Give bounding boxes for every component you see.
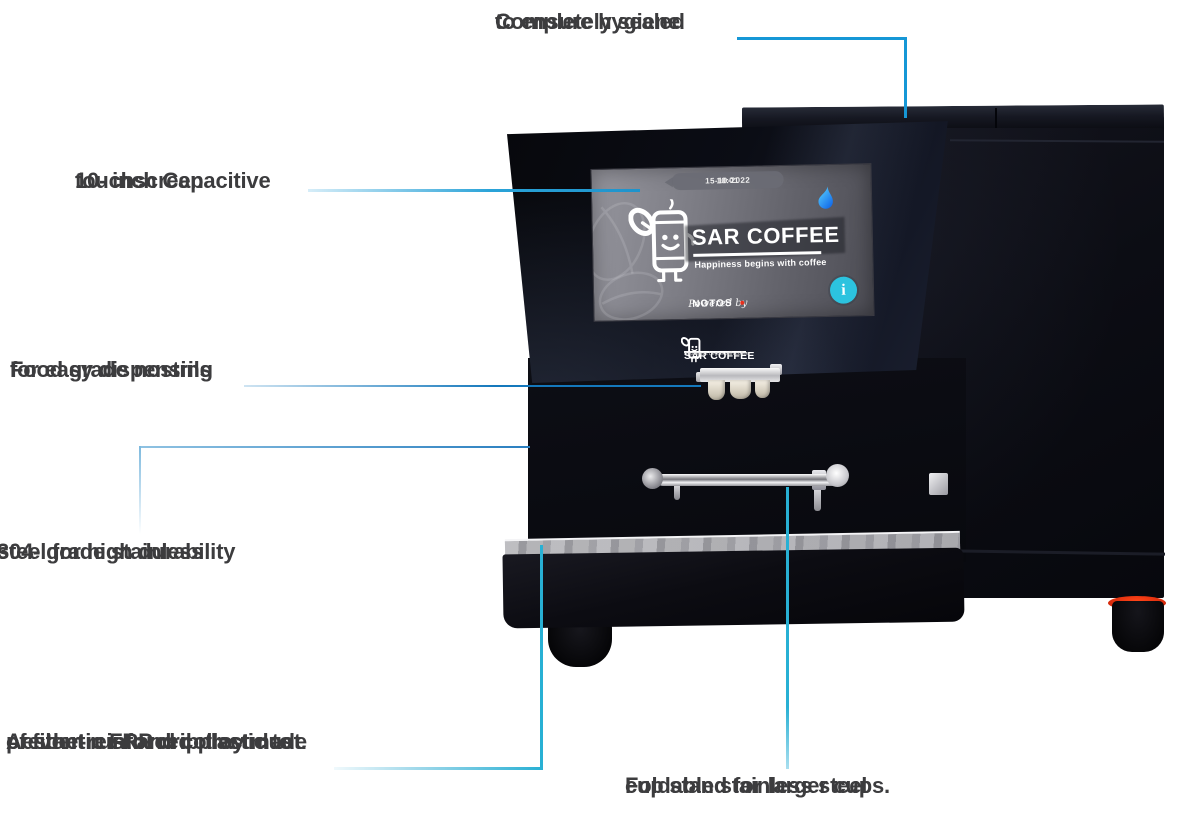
mini-brand-underline [684, 351, 746, 353]
screen-time: 10:01 [716, 175, 740, 186]
cup-stand-peg [674, 485, 680, 500]
connector-steel-vertical [139, 446, 141, 534]
mini-mascot-icon [681, 337, 701, 363]
cup-stand-left-cap [642, 468, 663, 489]
callout-line: Foldable stainless steel [625, 773, 868, 798]
lid-seam [995, 108, 997, 134]
callout-line: for easy dispensing [10, 357, 213, 382]
connector-sealed-horizontal [737, 37, 907, 40]
callout-line: touchscreen [75, 168, 204, 193]
coffee-bean-watermark [598, 271, 664, 321]
connector-cupstand-vertical [786, 487, 789, 769]
callout-line: of fiber-reinforced plastic to [6, 729, 293, 754]
cup-stand-bar [657, 474, 839, 486]
cup-stand-hinge-plate [929, 473, 948, 495]
connector-driptray-horizontal [334, 767, 543, 770]
mini-brand-logo: SAR COFFEE Happiness begins with coffee [681, 330, 791, 370]
notos-red-dot-icon [740, 300, 745, 305]
mini-brand-tagline: Happiness begins with coffee [684, 351, 749, 357]
callout-line: to ensure hygiene [495, 9, 680, 34]
left-foot [548, 620, 612, 667]
connector-sealed-vertical [904, 37, 907, 118]
powered-by-brand: NOTOS [692, 298, 733, 310]
screen-brand-title: SAR COFFEE [691, 221, 840, 250]
connector-touchscreen [308, 189, 640, 192]
connector-steel-horizontal [139, 446, 530, 448]
info-circle-icon: i [829, 276, 858, 304]
callout-line: steel for high durability [0, 539, 236, 564]
dispensing-nozzle [730, 380, 751, 399]
connector-driptray-vertical [540, 545, 543, 769]
callout-line: prevent rust and collect dust. [6, 729, 307, 754]
touchscreen: 15-10-2022 10:01 SAR CO [590, 163, 875, 322]
coffee-bean-watermark [590, 201, 646, 281]
blue-flame-icon [818, 186, 833, 209]
dispensing-nozzle [708, 380, 725, 400]
callout-line: 10- inch Capacitive [75, 168, 271, 193]
datetime-pill: 15-10-2022 10:01 [671, 170, 784, 191]
cup-stand-right-cap [826, 464, 849, 487]
cup-stand-peg [814, 485, 821, 511]
callout-line: cup stand for larger cups. [625, 773, 890, 798]
nozzle-bracket [700, 368, 780, 382]
dispensing-nozzle [755, 380, 770, 398]
right-foot [1112, 601, 1164, 652]
callout-line: 304- grade stainless [0, 539, 204, 564]
coffee-cup-mascot-icon [628, 198, 695, 283]
callout-line: Completely sealed [495, 9, 685, 34]
callout-line: Aesthetic FRP drip tray made [6, 729, 307, 754]
drip-tray-front [502, 547, 965, 629]
connector-nostrils [244, 385, 701, 387]
mini-brand-title: SAR COFFEE [684, 350, 755, 362]
screen-brand-tagline: Happiness begins with coffee [694, 257, 827, 270]
callout-line: Food grade nostrils [10, 357, 212, 382]
info-glyph: i [841, 281, 846, 299]
